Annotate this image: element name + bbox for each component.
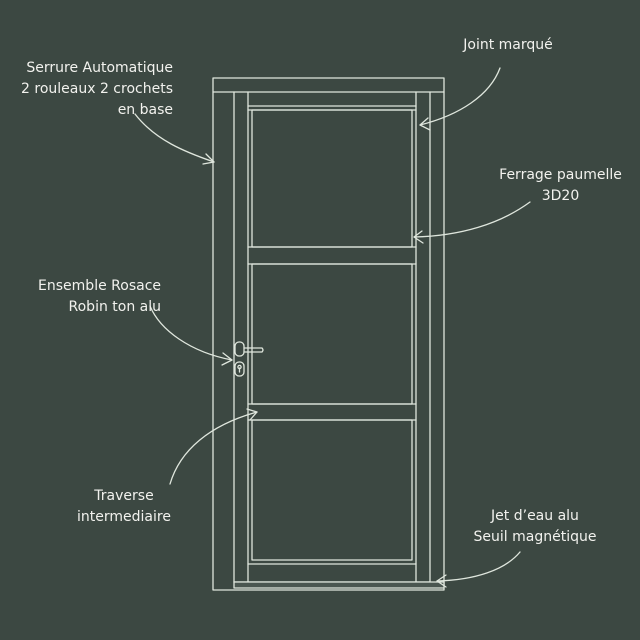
label-seuil-line-1: Jet d’eau alu <box>491 508 579 524</box>
label-joint-line-1: Joint marqué <box>463 37 553 53</box>
arrow-ferrage <box>413 201 531 244</box>
label-joint: Joint marqué <box>448 35 568 56</box>
arrow-seuil <box>436 551 521 588</box>
glass-panels <box>247 109 417 561</box>
handle-rosace <box>234 341 264 377</box>
label-traverse: Traverse intermediaire <box>64 486 184 528</box>
label-ferrage: Ferrage paumelle 3D20 <box>488 165 633 207</box>
threshold <box>233 581 445 589</box>
label-serrure-line-3: en base <box>117 102 173 118</box>
label-rosace-line-2: Robin ton alu <box>68 299 161 315</box>
arrow-serrure <box>134 113 215 165</box>
door-leaf <box>247 91 417 583</box>
arrow-traverse <box>169 408 258 485</box>
label-serrure: Serrure Automatique 2 rouleaux 2 crochet… <box>8 58 173 121</box>
label-serrure-line-2: 2 rouleaux 2 crochets <box>21 81 173 97</box>
label-traverse-line-1: Traverse <box>94 488 154 504</box>
label-rosace-line-1: Ensemble Rosace <box>38 278 161 294</box>
label-serrure-line-1: Serrure Automatique <box>26 60 173 76</box>
label-seuil-line-2: Seuil magnétique <box>473 529 597 545</box>
label-rosace: Ensemble Rosace Robin ton alu <box>8 276 161 318</box>
arrow-rosace <box>149 305 233 366</box>
label-ferrage-line-2: 3D20 <box>541 188 580 204</box>
label-ferrage-line-1: Ferrage paumelle <box>499 167 622 183</box>
label-seuil: Jet d’eau alu Seuil magnétique <box>460 506 610 548</box>
label-traverse-line-2: intermediaire <box>77 509 171 525</box>
arrow-joint <box>419 67 501 131</box>
